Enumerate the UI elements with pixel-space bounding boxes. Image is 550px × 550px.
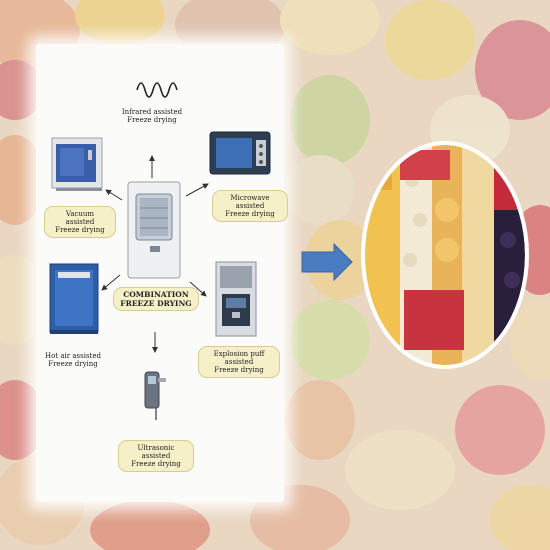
label-microwave: Microwave assisted Freeze drying — [212, 190, 288, 222]
connector-arrows — [101, 155, 209, 353]
oven-icon — [51, 137, 103, 191]
label-ultrasonic-line2: Freeze drying — [131, 460, 181, 468]
label-ultrasonic: Ultrasonic assisted Freeze drying — [118, 440, 194, 472]
food-bowl-icon — [361, 141, 529, 369]
explosion-puff-icon — [215, 261, 257, 337]
label-infrared-line2: Freeze drying — [127, 116, 177, 124]
freeze-dryer-icon — [127, 181, 181, 279]
label-vacuum-line2: Freeze drying — [55, 226, 105, 234]
ultrasonic-probe-icon — [144, 371, 166, 420]
wave-icon — [136, 82, 178, 98]
label-microwave-line1: Microwave assisted — [230, 194, 270, 210]
label-explosion-line2: Freeze drying — [214, 366, 264, 374]
label-infrared: Infrared assisted Freeze drying — [112, 108, 192, 124]
microwave-icon — [209, 131, 271, 175]
label-infrared-line1: Infrared assisted — [121, 108, 183, 116]
label-hotair-line1: Hot air assisted — [45, 352, 101, 360]
label-vacuum: Vacuum assisted Freeze drying — [44, 206, 116, 238]
label-explosion-line1: Explosion puff assisted — [213, 350, 265, 366]
label-combination-line2: FREEZE DRYING — [120, 299, 192, 308]
label-hotair-line2: Freeze drying — [48, 360, 98, 368]
label-ultrasonic-line1: Ultrasonic assisted — [137, 444, 175, 460]
arrow-to-food-icon — [301, 242, 353, 282]
label-explosion: Explosion puff assisted Freeze drying — [198, 346, 280, 378]
label-hotair: Hot air assisted Freeze drying — [36, 352, 110, 368]
label-combination-line1: COMBINATION — [123, 290, 189, 299]
label-combination: COMBINATION FREEZE DRYING — [113, 287, 199, 311]
label-vacuum-line1: Vacuum assisted — [65, 210, 95, 226]
oven-icon — [49, 263, 99, 334]
label-microwave-line2: Freeze drying — [225, 210, 275, 218]
